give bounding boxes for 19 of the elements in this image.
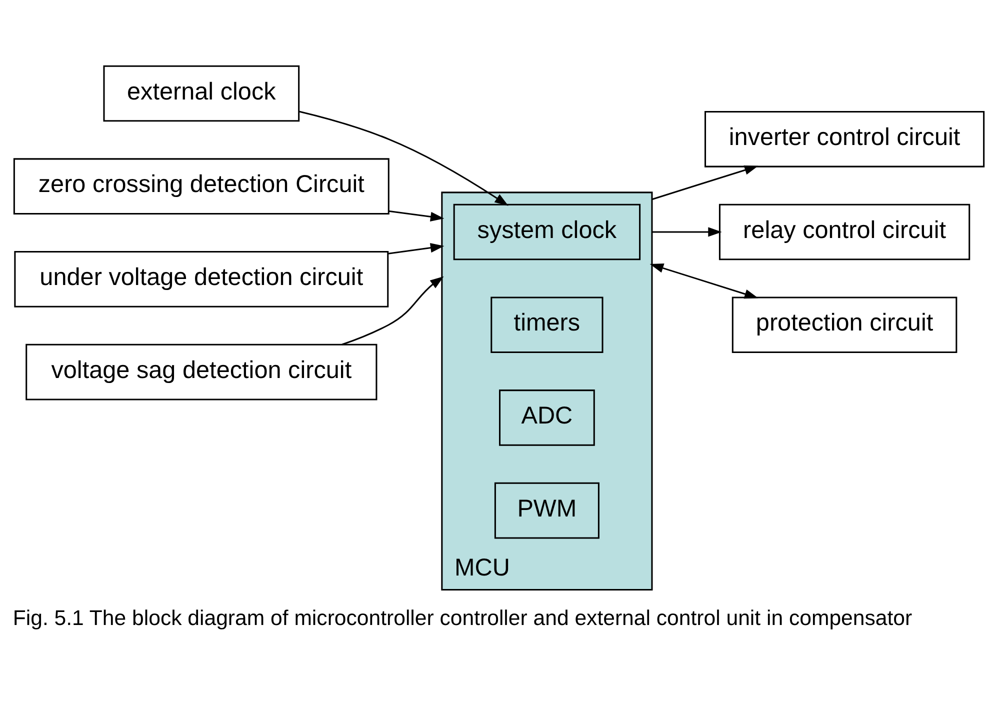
node-box: zero crossing detection Circuit xyxy=(13,158,390,214)
arrow xyxy=(652,227,722,237)
arrow xyxy=(342,276,444,346)
node-box: under voltage detection circuit xyxy=(14,251,389,308)
node-box: timers xyxy=(490,296,604,354)
caption: Fig. 5.1 The block diagram of microcontroller controller and external control unit in compensator xyxy=(12,606,912,630)
arrow xyxy=(298,110,508,206)
node-box: relay control circuit xyxy=(718,204,970,260)
node-box: ADC xyxy=(499,390,595,446)
node-box: external clock xyxy=(103,65,300,122)
arrow xyxy=(388,243,444,254)
node-box: PWM xyxy=(494,482,600,539)
node-box: inverter control circuit xyxy=(704,111,985,168)
node-box: protection circuit xyxy=(732,296,958,354)
arrow xyxy=(652,165,758,200)
arrow xyxy=(650,263,758,299)
node-box: system clock xyxy=(453,204,641,260)
arrow xyxy=(388,210,444,222)
node-box: voltage sag detection circuit xyxy=(26,344,378,400)
